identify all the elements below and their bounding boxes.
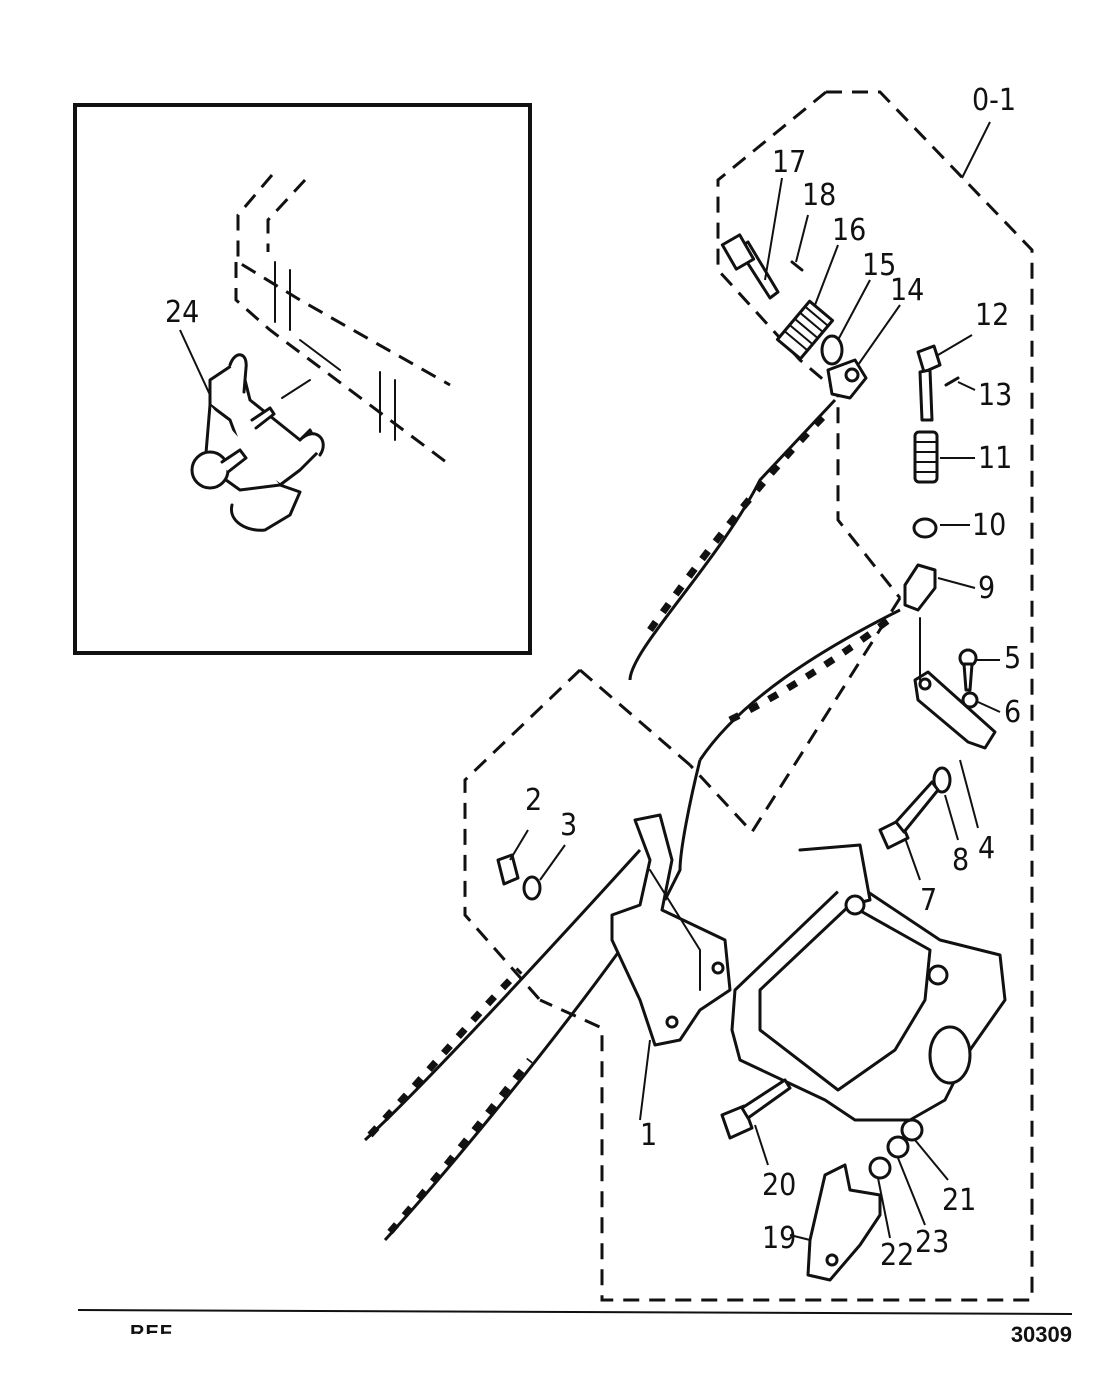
footer-rule bbox=[77, 1309, 1073, 1315]
assembly-label: 0-1 bbox=[972, 83, 1016, 118]
callout-7: 7 bbox=[920, 883, 937, 918]
bracket-assembly bbox=[496, 813, 732, 1047]
callout-3: 3 bbox=[560, 808, 577, 843]
callout-23: 23 bbox=[915, 1225, 949, 1260]
callout-10: 10 bbox=[972, 508, 1006, 543]
callout-5: 5 bbox=[1004, 641, 1021, 676]
callout-24: 24 bbox=[165, 295, 199, 330]
leader-lines bbox=[179, 177, 1001, 1241]
assembly-outline bbox=[539, 90, 1034, 1302]
figure-number: 30309 bbox=[1010, 1322, 1072, 1347]
callout-14: 14 bbox=[890, 273, 924, 308]
callout-18: 18 bbox=[802, 178, 836, 213]
callout-20: 20 bbox=[762, 1168, 796, 1203]
inset-detail bbox=[73, 103, 532, 655]
cables bbox=[363, 398, 901, 1242]
callout-12: 12 bbox=[975, 298, 1009, 333]
mount-casting bbox=[720, 843, 1007, 1282]
callout-2: 2 bbox=[525, 783, 542, 818]
callout-15: 15 bbox=[862, 248, 896, 283]
callout-17: 17 bbox=[772, 145, 806, 180]
callout-19: 19 bbox=[762, 1221, 796, 1256]
callout-21: 21 bbox=[942, 1183, 976, 1218]
callout-6: 6 bbox=[1004, 695, 1021, 730]
callout-16: 16 bbox=[832, 213, 866, 248]
callout-11: 11 bbox=[978, 441, 1012, 476]
callout-8: 8 bbox=[952, 843, 969, 878]
parts-upper bbox=[720, 233, 997, 850]
callout-1: 1 bbox=[640, 1118, 657, 1153]
callout-labels: 0-1 1 2 3 4 5 6 7 8 9 10 11 12 13 14 15 … bbox=[165, 83, 1021, 1273]
footer-ref-label: REF bbox=[130, 1322, 173, 1334]
part-24-clamp bbox=[190, 353, 325, 532]
callout-4: 4 bbox=[978, 831, 995, 866]
callout-13: 13 bbox=[978, 378, 1012, 413]
callout-22: 22 bbox=[880, 1238, 914, 1273]
inset-frame bbox=[73, 103, 532, 655]
callout-9: 9 bbox=[978, 571, 995, 606]
